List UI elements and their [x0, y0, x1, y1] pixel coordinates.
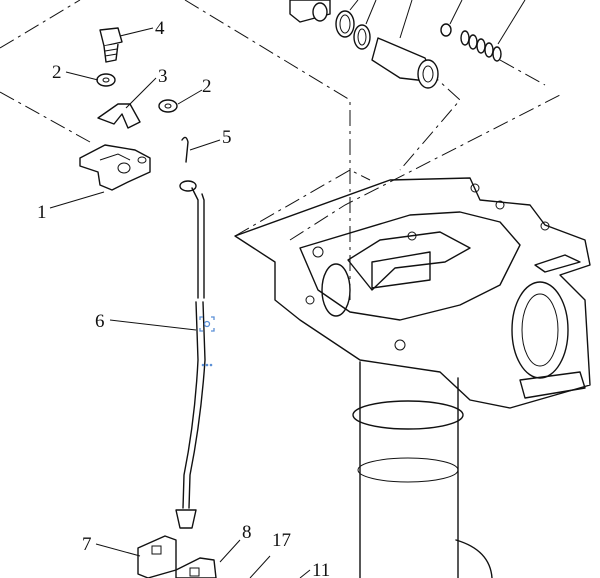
part-6-rod: [175, 180, 206, 529]
part-2-washer-right: [158, 99, 178, 113]
part-4-bolt: [99, 27, 123, 63]
part-5-cotter-pin: [181, 136, 189, 163]
pipe-fitting-assembly: [289, 0, 526, 89]
callout-2-right: 2: [202, 76, 212, 97]
callout-leaders: [49, 27, 311, 578]
part-3-bracket: [97, 103, 141, 129]
callout-3: 3: [158, 66, 168, 87]
callout-4: 4: [155, 18, 165, 39]
callout-7: 7: [82, 534, 92, 555]
callout-6: 6: [95, 311, 105, 332]
drive-shaft-column: [352, 361, 493, 578]
callout-1: 1: [37, 202, 47, 223]
lower-housing: [234, 177, 591, 409]
callout-11: 11: [312, 560, 330, 578]
callout-8: 8: [242, 522, 252, 543]
part-2-washer-left: [96, 73, 116, 87]
scan-icon[interactable]: [199, 316, 215, 332]
callout-5: 5: [222, 127, 232, 148]
callout-2-left: 2: [52, 62, 62, 83]
part-7-clip: [137, 535, 177, 578]
part-8-clip: [175, 557, 217, 578]
callout-17: 17: [272, 530, 291, 551]
part-1-lever: [79, 144, 151, 191]
callout-numbers: 4 2 3 2 5 1 6 7 8 17 11: [37, 18, 330, 578]
more-dots-icon[interactable]: [201, 363, 213, 367]
